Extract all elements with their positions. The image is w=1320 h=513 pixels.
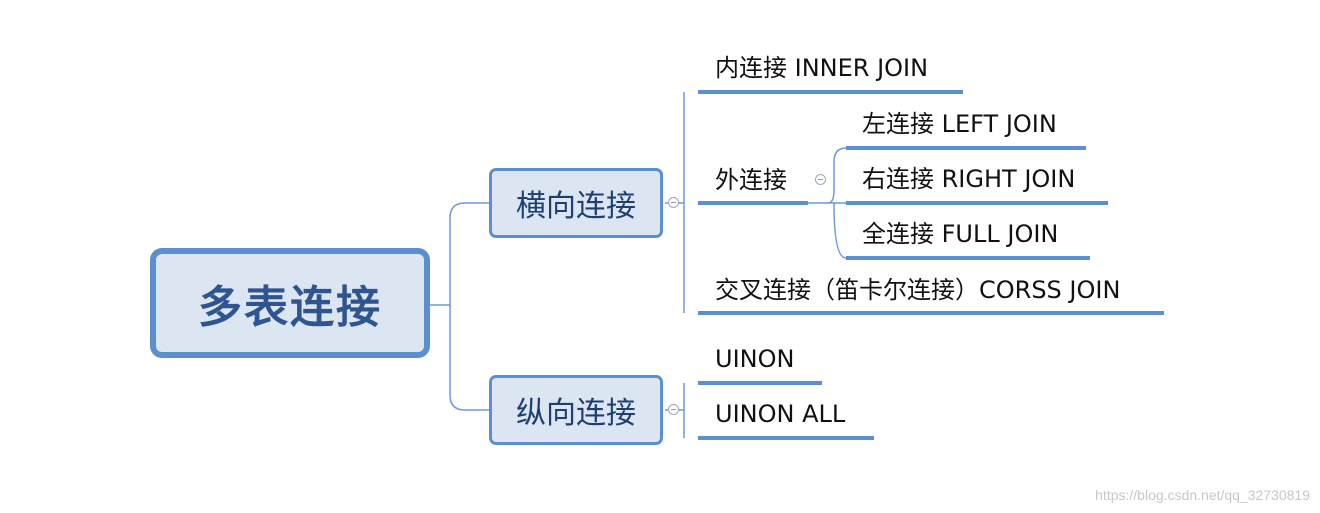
leaf-cross-join[interactable]: 交叉连接（笛卡尔连接）CORSS JOIN: [715, 276, 1121, 304]
connector-root-to-horizontal: [430, 202, 489, 306]
collapse-icon[interactable]: [668, 404, 679, 415]
connector-outer-to-children: [808, 147, 847, 259]
leaf-union-all[interactable]: UINON ALL: [715, 400, 846, 428]
branch-vertical-join-label: 纵向连接: [516, 396, 636, 431]
branch-vertical-join[interactable]: 纵向连接: [489, 375, 663, 445]
leaf-inner-join[interactable]: 内连接 INNER JOIN: [715, 54, 929, 82]
root-topic-label: 多表连接: [198, 282, 382, 333]
root-topic[interactable]: 多表连接: [150, 248, 430, 358]
leaf-union[interactable]: UINON: [715, 345, 795, 373]
leaf-full-join[interactable]: 全连接 FULL JOIN: [862, 220, 1059, 248]
collapse-icon[interactable]: [668, 197, 679, 208]
collapse-icon[interactable]: [815, 174, 826, 185]
connector-root-to-vertical: [449, 305, 489, 411]
leaf-outer-join[interactable]: 外连接: [715, 166, 787, 194]
leaf-right-join[interactable]: 右连接 RIGHT JOIN: [862, 165, 1076, 193]
branch-horizontal-join[interactable]: 横向连接: [489, 168, 663, 238]
watermark: https://blog.csdn.net/qq_32730819: [1095, 487, 1310, 503]
leaf-left-join[interactable]: 左连接 LEFT JOIN: [862, 110, 1057, 138]
branch-horizontal-join-label: 横向连接: [516, 189, 636, 224]
